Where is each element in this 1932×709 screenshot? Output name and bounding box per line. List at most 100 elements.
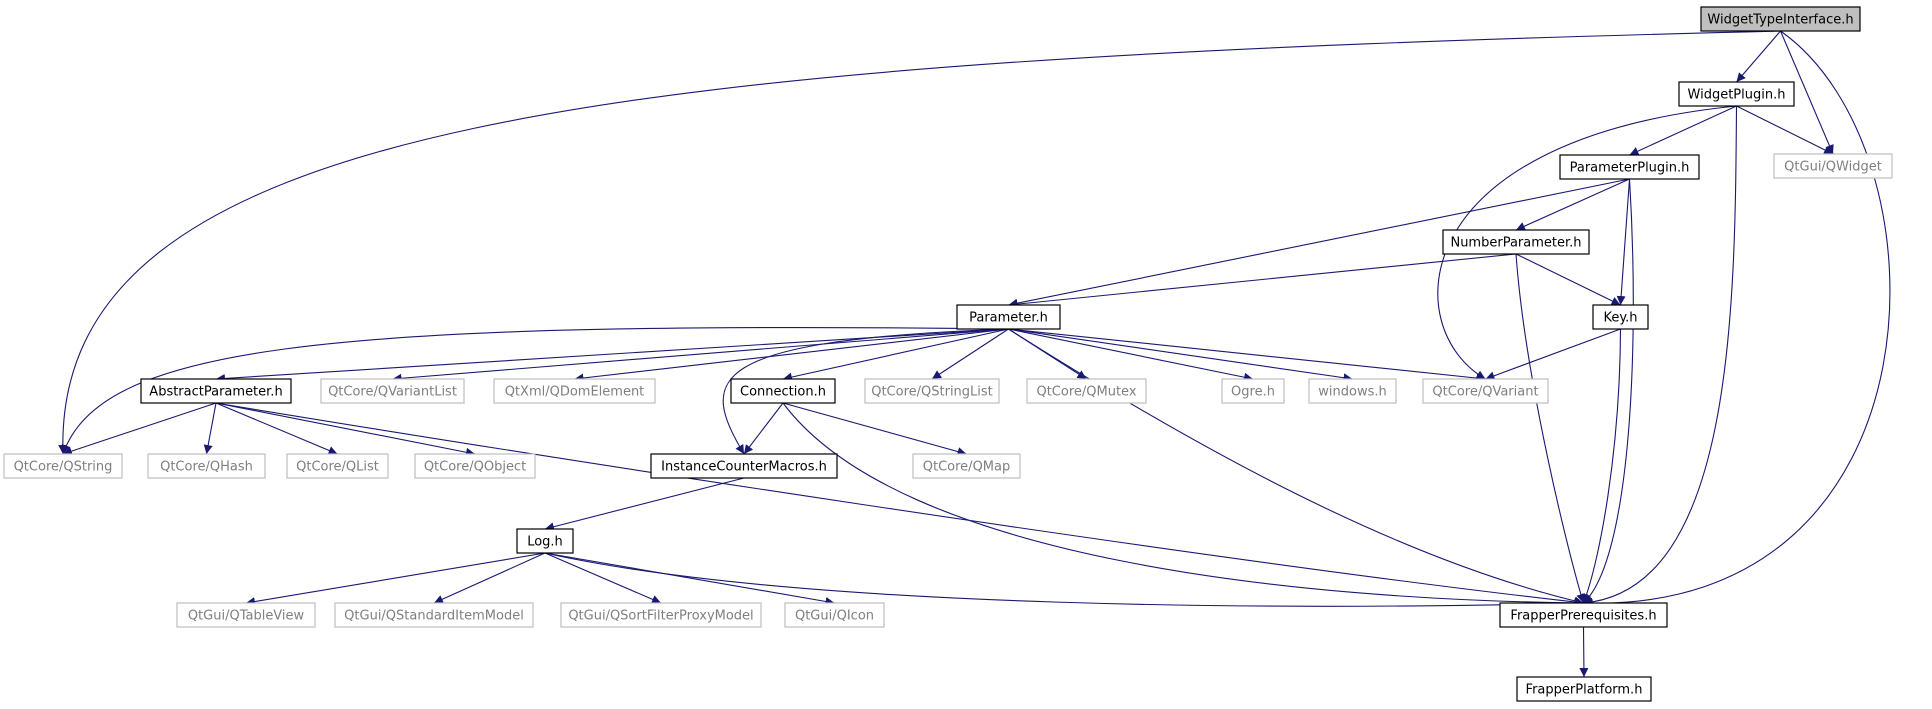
node-label: NumberParameter.h: [1450, 236, 1581, 251]
edge-n1-to-n27: [1583, 105, 1738, 607]
node-ogre-h: Ogre.h: [1221, 378, 1285, 404]
node-label: windows.h: [1318, 385, 1386, 400]
node-box: [516, 528, 574, 554]
node-label: Key.h: [1603, 311, 1637, 326]
edge-n22-to-n27: [544, 552, 1584, 608]
node-parameter-h[interactable]: Parameter.h: [956, 304, 1061, 330]
edge-n0-to-n2: [1779, 30, 1834, 155]
node-key-h[interactable]: Key.h: [1592, 304, 1649, 330]
node-label: QtCore/QMap: [923, 460, 1010, 475]
node-box: [1678, 81, 1795, 107]
node-qtcore-qmap: QtCore/QMap: [912, 453, 1021, 479]
edge-n7-to-n27: [215, 402, 1584, 607]
edge-n7-to-n16: [62, 402, 217, 456]
edge-n3-to-n27: [1583, 178, 1634, 604]
node-label: QtGui/QIcon: [795, 609, 874, 624]
node-log-h[interactable]: Log.h: [516, 528, 574, 554]
node-box: [286, 453, 389, 479]
edge-n22-to-n23: [245, 552, 546, 606]
edge-n10-to-n27: [782, 402, 1584, 608]
node-box: [1442, 229, 1590, 255]
node-frapperplatform-h[interactable]: FrapperPlatform.h: [1516, 676, 1652, 702]
edge-n5-to-n14: [1008, 328, 1353, 383]
edge-n7-to-n17: [203, 402, 217, 455]
node-frapperprerequisites-h[interactable]: FrapperPrerequisites.h: [1499, 602, 1668, 628]
edge-n4-to-n27: [1515, 253, 1586, 604]
edge-n7-to-n18: [215, 402, 338, 455]
edge-n0-to-n27: [1583, 30, 1891, 608]
node-box: [1026, 378, 1147, 404]
edge-n4-to-n5: [1008, 253, 1517, 309]
node-box: [493, 378, 656, 404]
node-box: [1516, 676, 1652, 702]
node-abstractparameter-h[interactable]: AbstractParameter.h: [140, 378, 292, 404]
node-box: [1700, 6, 1861, 32]
node-box: [1499, 602, 1668, 628]
edge-n10-to-n20: [743, 402, 784, 455]
edge-n10-to-n21: [782, 402, 967, 456]
node-qtxml-qdomelement: QtXml/QDomElement: [493, 378, 656, 404]
node-qtcore-qlist: QtCore/QList: [286, 453, 389, 479]
edge-n4-to-n6: [1515, 253, 1621, 306]
node-box: [3, 453, 123, 479]
edge-n6-to-n15: [1485, 328, 1621, 381]
node-widgettypeinterface-h[interactable]: WidgetTypeInterface.h: [1700, 6, 1861, 32]
node-box: [334, 602, 534, 628]
node-label: QtGui/QWidget: [1784, 160, 1882, 175]
node-label: WidgetPlugin.h: [1688, 88, 1786, 103]
node-box: [864, 378, 1000, 404]
node-label: Parameter.h: [969, 311, 1048, 326]
node-box: [1308, 378, 1397, 404]
node-label: QtCore/QHash: [160, 460, 253, 475]
node-label: QtCore/QMutex: [1036, 385, 1136, 400]
node-label: Log.h: [527, 535, 563, 550]
node-label: QtGui/QStandardItemModel: [344, 609, 524, 624]
nodes-layer: WidgetTypeInterface.hWidgetPlugin.hQtGui…: [3, 6, 1893, 702]
edge-n5-to-n16: [61, 326, 1009, 455]
node-label: QtCore/QVariant: [1432, 385, 1538, 400]
node-label: InstanceCounterMacros.h: [661, 460, 827, 475]
node-box: [176, 602, 316, 628]
node-box: [147, 453, 266, 479]
node-box: [912, 453, 1021, 479]
node-box: [1221, 378, 1285, 404]
edge-n5-to-n11: [931, 328, 1009, 380]
node-label: QtCore/QString: [14, 460, 113, 475]
node-parameterplugin-h[interactable]: ParameterPlugin.h: [1559, 154, 1700, 180]
node-numberparameter-h[interactable]: NumberParameter.h: [1442, 229, 1590, 255]
node-qtcore-qstringlist: QtCore/QStringList: [864, 378, 1000, 404]
edge-n5-to-n27: [1008, 328, 1584, 606]
node-qtgui-qstandarditemmodel: QtGui/QStandardItemModel: [334, 602, 534, 628]
node-box: [1592, 304, 1649, 330]
edge-n6-to-n27: [1582, 328, 1622, 604]
node-label: FrapperPrerequisites.h: [1510, 609, 1656, 624]
node-label: ParameterPlugin.h: [1570, 161, 1690, 176]
node-label: QtCore/QStringList: [871, 385, 993, 400]
node-label: Ogre.h: [1231, 385, 1275, 400]
node-widgetplugin-h[interactable]: WidgetPlugin.h: [1678, 81, 1795, 107]
edge-n27-to-n28: [1579, 626, 1589, 678]
edge-n5-to-n15: [1008, 328, 1486, 383]
edge-n22-to-n25: [544, 552, 662, 604]
node-box: [1422, 378, 1549, 404]
node-connection-h[interactable]: Connection.h: [730, 378, 836, 404]
edge-n22-to-n24: [433, 552, 546, 604]
edge-n5-to-n20: [722, 328, 1009, 455]
edge-n3-to-n6: [1616, 178, 1631, 306]
edge-n22-to-n26: [544, 552, 835, 606]
node-qtgui-qtableview: QtGui/QTableView: [176, 602, 316, 628]
edge-n20-to-n22: [544, 477, 745, 532]
node-instancecountermacros-h[interactable]: InstanceCounterMacros.h: [650, 453, 838, 479]
node-label: QtGui/QTableView: [188, 609, 305, 624]
node-box: [784, 602, 885, 628]
edge-n0-to-n1: [1736, 30, 1781, 83]
node-label: QtCore/QList: [296, 460, 379, 475]
node-qtcore-qvariantlist: QtCore/QVariantList: [320, 378, 465, 404]
edge-n5-to-n9: [574, 328, 1009, 383]
node-label: QtXml/QDomElement: [505, 385, 645, 400]
node-qtcore-qmutex: QtCore/QMutex: [1026, 378, 1147, 404]
node-box: [1559, 154, 1700, 180]
node-qtgui-qsortfilterproxymodel: QtGui/QSortFilterProxyModel: [560, 602, 762, 628]
node-qtcore-qobject: QtCore/QObject: [414, 453, 536, 479]
